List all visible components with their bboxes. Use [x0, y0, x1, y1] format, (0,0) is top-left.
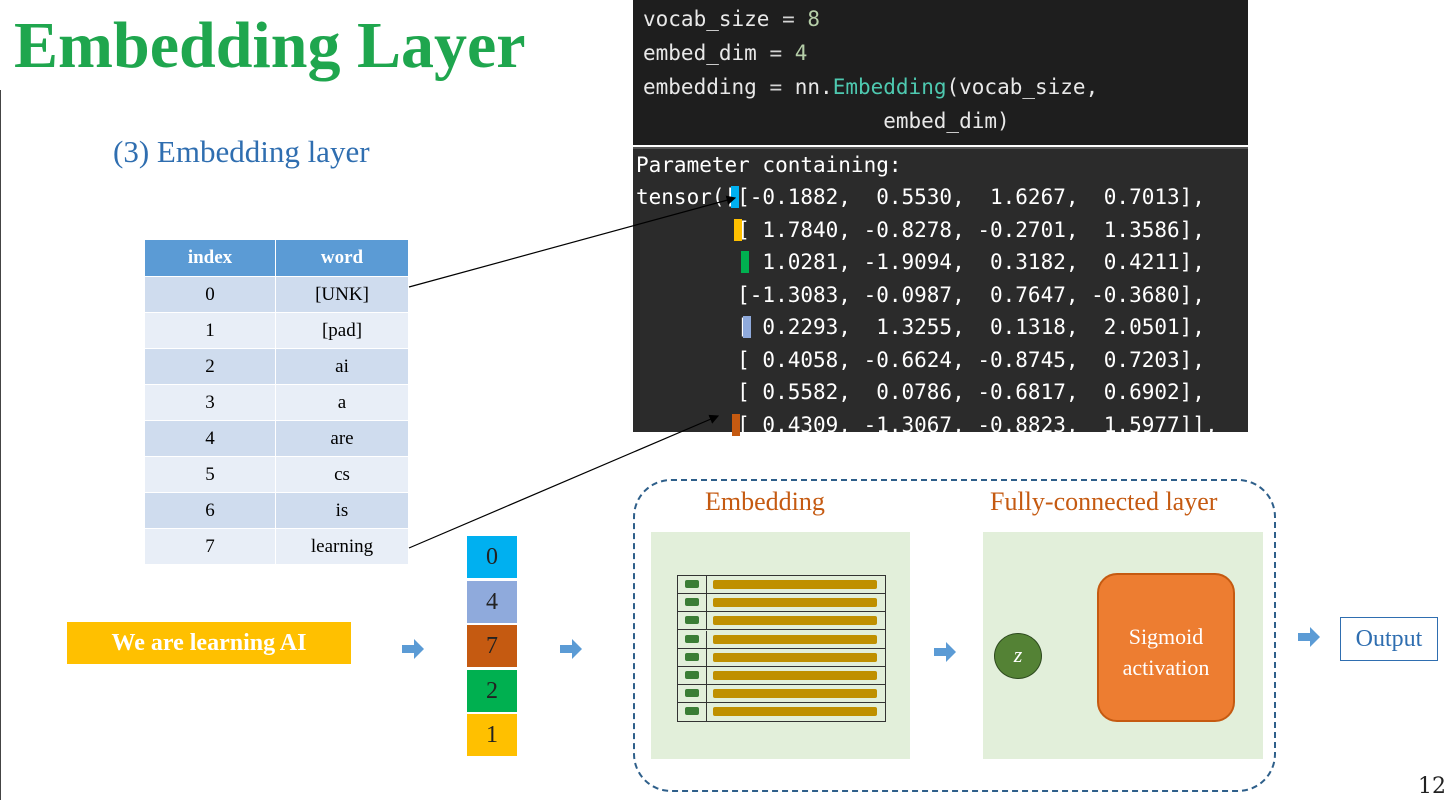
- tensor-row: [ 1.7840, -0.8278, -0.2701, 1.3586],: [636, 217, 1205, 242]
- output-box: Output: [1340, 617, 1438, 661]
- tensor-row: [ 0.5582, 0.0786, -0.6817, 0.6902],: [636, 380, 1205, 404]
- activation-label: activation: [1122, 655, 1210, 680]
- table-cell-word: are: [275, 420, 409, 457]
- code-block: vocab_size = 8 embed_dim = 4 embedding =…: [633, 0, 1248, 145]
- matrix-row: [678, 667, 885, 685]
- table-row: 1[pad]: [144, 312, 409, 349]
- row-color-marker: [734, 218, 742, 241]
- matrix-index-cell: [685, 580, 699, 588]
- sigmoid-activation-box: Sigmoid activation: [1097, 573, 1235, 722]
- input-sentence: We are learning AI: [67, 622, 351, 664]
- matrix-vector-bar: [713, 616, 877, 626]
- arrow-right-icon: [560, 639, 582, 659]
- matrix-vector-bar: [713, 580, 877, 589]
- row-color-marker: [732, 413, 740, 436]
- table-cell-index: 3: [144, 384, 276, 421]
- arrow-right-icon: [402, 639, 424, 659]
- embedding-label: Embedding: [705, 487, 825, 516]
- matrix-index-cell: [685, 652, 699, 661]
- arrow-right-icon: [1298, 627, 1320, 647]
- matrix-vector-bar: [713, 689, 877, 699]
- matrix-divider: [706, 667, 707, 685]
- fc-layer-label: Fully-connected layer: [990, 487, 1218, 516]
- code-line-embed-dim: embed_dim = 4: [643, 41, 808, 65]
- embedding-matrix: [677, 575, 886, 722]
- matrix-index-cell: [685, 689, 699, 698]
- matrix-index-cell: [685, 634, 699, 643]
- matrix-row: [678, 703, 885, 722]
- matrix-row: [678, 594, 885, 613]
- table-cell-index: 1: [144, 312, 276, 349]
- matrix-divider: [706, 576, 707, 594]
- index-cell: 7: [467, 625, 517, 667]
- matrix-divider: [706, 703, 707, 722]
- table-cell-index: 2: [144, 348, 276, 385]
- row-color-marker: [741, 251, 749, 273]
- page-number: 12: [1418, 774, 1446, 799]
- matrix-row: [678, 648, 885, 667]
- code-line-embedding: embedding = nn.Embedding(vocab_size,: [643, 75, 1099, 99]
- matrix-index-cell: [685, 707, 699, 716]
- connector-learning-line: [408, 414, 720, 549]
- connector-unk-line: [408, 195, 737, 288]
- table-header-index: index: [144, 239, 276, 277]
- tensor-row: [-1.3083, -0.0987, 0.7647, -0.3680],: [636, 282, 1205, 307]
- table-cell-index: 6: [144, 492, 276, 529]
- index-cell: 2: [467, 669, 517, 712]
- output-block: Parameter containing: tensor([[-0.1882, …: [633, 147, 1248, 437]
- table-cell-index: 5: [144, 456, 276, 493]
- slide-title: Embedding Layer: [14, 9, 526, 82]
- output-header: Parameter containing:: [636, 153, 902, 177]
- tensor-row: tensor([[-0.1882, 0.5530, 1.6267, 0.7013…: [636, 185, 1205, 209]
- matrix-divider: [706, 685, 707, 704]
- index-cell: 1: [467, 714, 517, 756]
- table-cell-word: ai: [275, 348, 409, 385]
- arrow-right-icon: [934, 642, 956, 662]
- matrix-vector-bar: [713, 671, 877, 680]
- tensor-row: [ 0.2293, 1.3255, 0.1318, 2.0501],: [636, 315, 1205, 339]
- matrix-divider: [706, 594, 707, 613]
- tensor-row: [ 0.4058, -0.6624, -0.8745, 0.7203],: [636, 347, 1205, 372]
- tensor-row: [ 0.4309, -1.3067, -0.8823, 1.5977]],: [636, 412, 1218, 437]
- table-cell-index: 7: [144, 528, 276, 565]
- table-cell-word: [UNK]: [275, 276, 409, 313]
- matrix-divider: [706, 630, 707, 649]
- table-cell-index: 4: [144, 420, 276, 457]
- matrix-index-cell: [685, 616, 699, 625]
- table-cell-word: [pad]: [275, 312, 409, 349]
- row-color-marker: [743, 316, 751, 338]
- matrix-index-cell: [685, 671, 699, 679]
- matrix-vector-bar: [713, 707, 877, 717]
- matrix-divider: [706, 648, 707, 667]
- matrix-vector-bar: [713, 598, 877, 608]
- index-cell: 4: [467, 580, 517, 623]
- matrix-divider: [706, 612, 707, 631]
- matrix-index-cell: [685, 598, 699, 607]
- table-cell-word: is: [275, 492, 409, 529]
- table-cell-word: learning: [275, 528, 409, 565]
- table-cell-word: a: [275, 384, 409, 421]
- matrix-vector-bar: [713, 634, 877, 644]
- slide-left-border: [0, 90, 1, 800]
- slide-subtitle: (3) Embedding layer: [113, 134, 370, 169]
- model-container: [633, 479, 1276, 792]
- sigmoid-label: Sigmoid: [1128, 624, 1204, 649]
- code-line-vocab-size: vocab_size = 8: [643, 7, 821, 31]
- matrix-row: [678, 576, 885, 594]
- matrix-row: [678, 630, 885, 649]
- z-node: z: [994, 633, 1042, 679]
- index-cell: 0: [467, 536, 517, 578]
- matrix-row: [678, 685, 885, 704]
- matrix-row: [678, 612, 885, 631]
- matrix-vector-bar: [713, 652, 877, 662]
- code-line-embed-dim-arg: embed_dim): [643, 109, 1010, 133]
